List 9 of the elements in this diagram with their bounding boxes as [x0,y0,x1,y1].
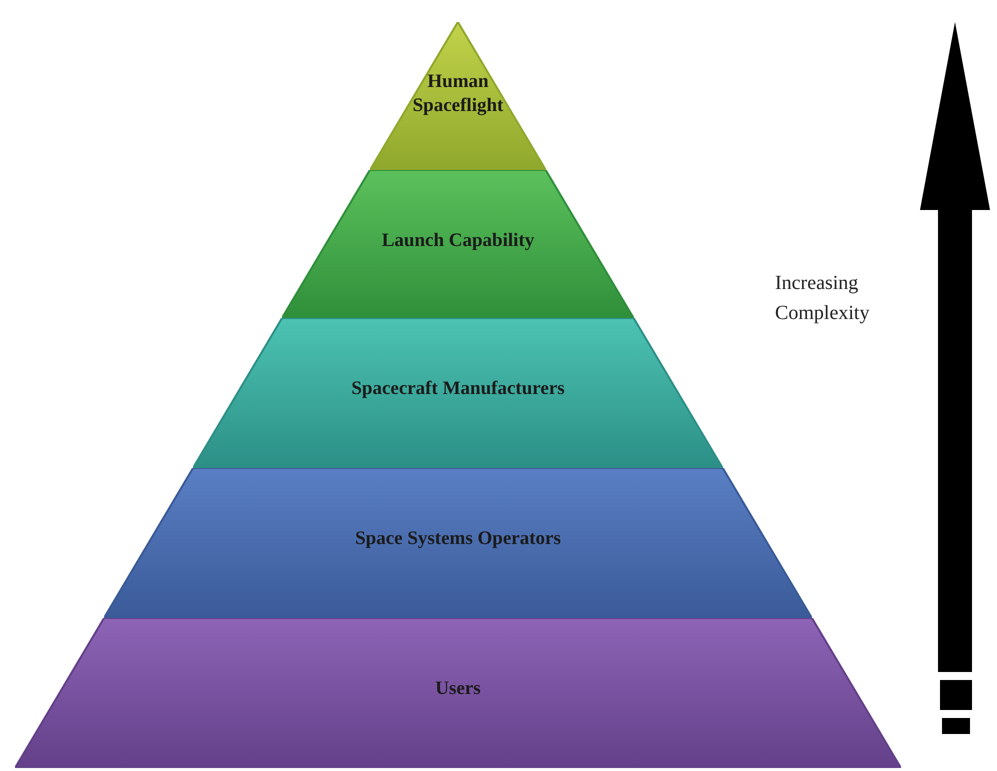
tier-label: Spacecraft Manufacturers [350,378,566,400]
pyramid-tier [104,468,812,618]
tier-label: Launch Capability [380,230,536,252]
tier-label: Space Systems Operators [354,528,562,550]
tier-label: Users [434,678,482,700]
axis-label: Increasing Complexity [775,271,870,326]
tier-label: Human Spaceflight [412,70,504,118]
pyramid-tier [193,318,723,468]
pyramid-tier [15,618,901,768]
